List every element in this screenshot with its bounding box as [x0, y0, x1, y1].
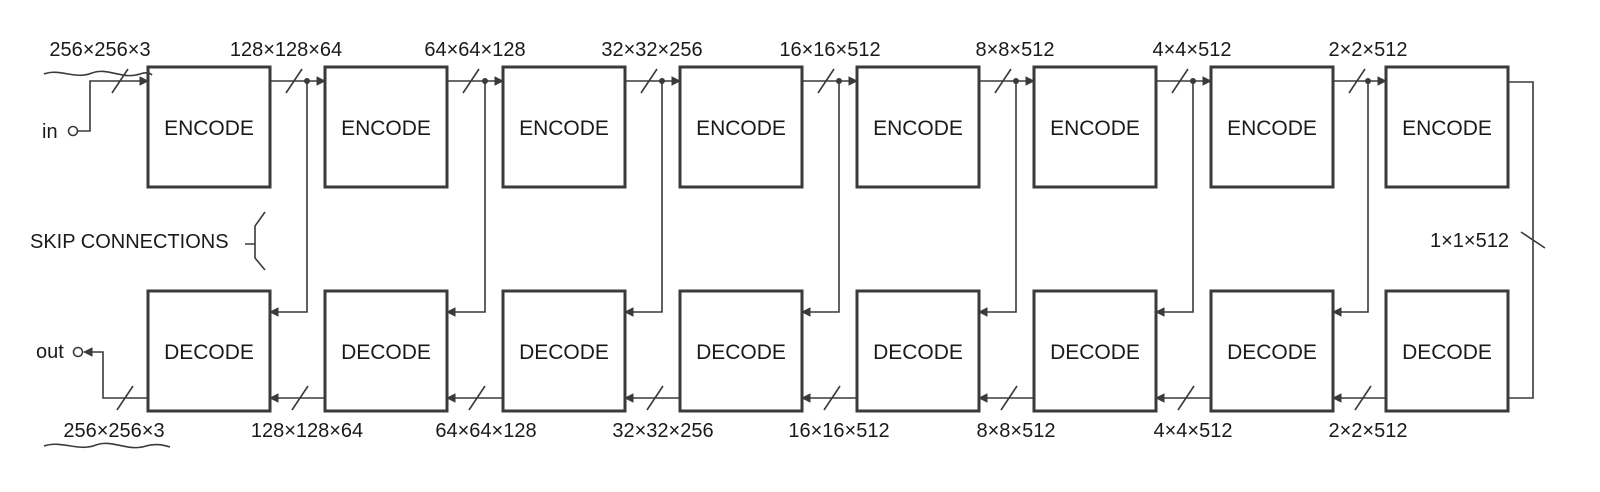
decoder-output-dim-label: 256×256×3: [63, 420, 164, 442]
skip-connection-wire: [1155, 81, 1194, 317]
skip-connection-wire: [1332, 81, 1369, 317]
decoder-bus-slash: [1000, 385, 1018, 411]
encoder-block-label: ENCODE: [1227, 117, 1317, 140]
encoder-block-label: ENCODE: [1050, 117, 1140, 140]
encoder-block-label: ENCODE: [341, 117, 431, 140]
decoder-bus-slash: [823, 385, 841, 411]
decoder-block: [146, 289, 272, 413]
bottleneck-dim-label: 1×1×512: [1430, 230, 1509, 252]
encoder-input-dim-label: 128×128×64: [230, 39, 342, 61]
encoder-input-dim-label: 64×64×128: [424, 39, 525, 61]
decoder-block: [1209, 289, 1335, 413]
encoder-bus-slash: [462, 68, 480, 94]
encoder-bus-slash: [1171, 68, 1189, 94]
decoder-block: [323, 289, 449, 413]
decoder-block-label: DECODE: [341, 341, 431, 364]
input-bus-slash: [111, 68, 129, 94]
skip-connection-wire: [978, 81, 1017, 317]
decoder-block-label: DECODE: [164, 341, 254, 364]
decoder-block-label: DECODE: [1402, 341, 1492, 364]
decoder-output-dim-label: 8×8×512: [977, 420, 1056, 442]
decoder-block: [501, 289, 627, 413]
encoder-bus-slash: [285, 68, 303, 94]
decoder-bus-slash: [468, 385, 486, 411]
bottleneck-wire: [1508, 81, 1534, 399]
encoder-block: [855, 65, 981, 189]
encoder-bus-slash: [1348, 68, 1366, 94]
skip-connection-wire: [801, 81, 840, 317]
decoder-block: [678, 289, 804, 413]
encoder-block: [146, 65, 272, 189]
decoder-bus-slash: [1354, 385, 1372, 411]
output-bus-slash: [116, 385, 134, 411]
decoder-block-label: DECODE: [1227, 341, 1317, 364]
encoder-input-dim-label: 8×8×512: [976, 39, 1055, 61]
decoder-bus-slash: [291, 385, 309, 411]
decoder-output-dim-label: 128×128×64: [251, 420, 363, 442]
encoder-block-label: ENCODE: [164, 117, 254, 140]
decoder-block-label: DECODE: [519, 341, 609, 364]
encoder-block: [323, 65, 449, 189]
decoder-block-label: DECODE: [696, 341, 786, 364]
skip-connection-wire: [624, 81, 663, 317]
encoder-block: [678, 65, 804, 189]
decoder-output-dim-label: 32×32×256: [612, 420, 713, 442]
encoder-bus-slash: [994, 68, 1012, 94]
input-terminal: [67, 125, 79, 137]
decoder-block: [1384, 289, 1510, 413]
skip-connections-label: SKIP CONNECTIONS: [30, 231, 229, 253]
decoder-bus-slash: [646, 385, 664, 411]
decoder-block-label: DECODE: [873, 341, 963, 364]
input-wire: [78, 76, 149, 132]
decoder-output-dim-label: 64×64×128: [435, 420, 536, 442]
encoder-block-label: ENCODE: [519, 117, 609, 140]
skip-connection-wire: [446, 81, 486, 317]
decoder-block: [1032, 289, 1158, 413]
encoder-block: [1032, 65, 1158, 189]
decoder-block-label: DECODE: [1050, 341, 1140, 364]
input-dim-squiggle: [43, 70, 153, 77]
skip-connection-wire: [269, 81, 308, 317]
encoder-input-dim-label: 256×256×3: [49, 39, 150, 61]
decoder-bus-slash: [1177, 385, 1195, 411]
decoder-block: [855, 289, 981, 413]
encoder-input-dim-label: 4×4×512: [1153, 39, 1232, 61]
encoder-input-dim-label: 2×2×512: [1329, 39, 1408, 61]
output-terminal: [72, 346, 84, 358]
output-wire: [83, 347, 148, 399]
decoder-output-dim-label: 2×2×512: [1329, 420, 1408, 442]
encoder-bus-slash: [640, 68, 658, 94]
output-label: out: [36, 341, 64, 363]
encoder-bus-slash: [817, 68, 835, 94]
output-dim-squiggle: [43, 442, 171, 449]
decoder-output-dim-label: 16×16×512: [788, 420, 889, 442]
encoder-block: [501, 65, 627, 189]
decoder-output-dim-label: 4×4×512: [1154, 420, 1233, 442]
bottleneck-bus-slash: [1520, 231, 1546, 249]
input-label: in: [42, 121, 58, 143]
encoder-input-dim-label: 16×16×512: [779, 39, 880, 61]
encoder-block-label: ENCODE: [696, 117, 786, 140]
encoder-input-dim-label: 32×32×256: [601, 39, 702, 61]
encoder-block-label: ENCODE: [873, 117, 963, 140]
encoder-block: [1209, 65, 1335, 189]
encoder-block-label: ENCODE: [1402, 117, 1492, 140]
encoder-block: [1384, 65, 1510, 189]
skip-connections-brace: [245, 211, 266, 271]
